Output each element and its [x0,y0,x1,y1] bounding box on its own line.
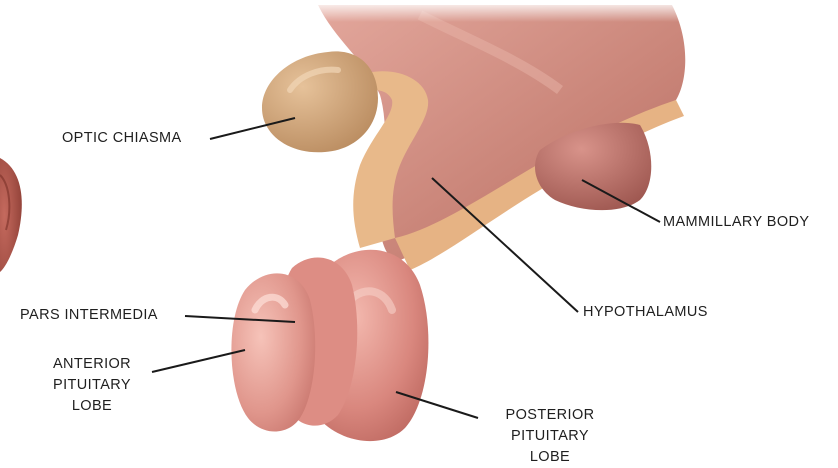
label-pars-intermedia: PARS INTERMEDIA [20,305,158,326]
anterior-lobe-leader [152,350,245,372]
label-mammillary-body: MAMMILLARY BODY [663,212,809,233]
anterior-line-2: PITUITARY [40,375,144,396]
posterior-line-3: LOBE [488,447,612,468]
label-posterior-pituitary-lobe: POSTERIOR PITUITARY LOBE [488,405,612,468]
label-optic-chiasma: OPTIC CHIASMA [62,128,182,149]
label-anterior-pituitary-lobe: ANTERIOR PITUITARY LOBE [40,354,144,417]
posterior-line-2: PITUITARY [488,426,612,447]
anterior-line-1: ANTERIOR [40,354,144,375]
top-fade [300,0,700,22]
anterior-lobe-shape [231,273,315,431]
posterior-line-1: POSTERIOR [488,405,612,426]
label-hypothalamus: HYPOTHALAMUS [583,302,708,323]
left-structure [0,158,22,272]
anterior-line-3: LOBE [40,396,144,417]
optic-chiasma-shape [262,51,378,152]
